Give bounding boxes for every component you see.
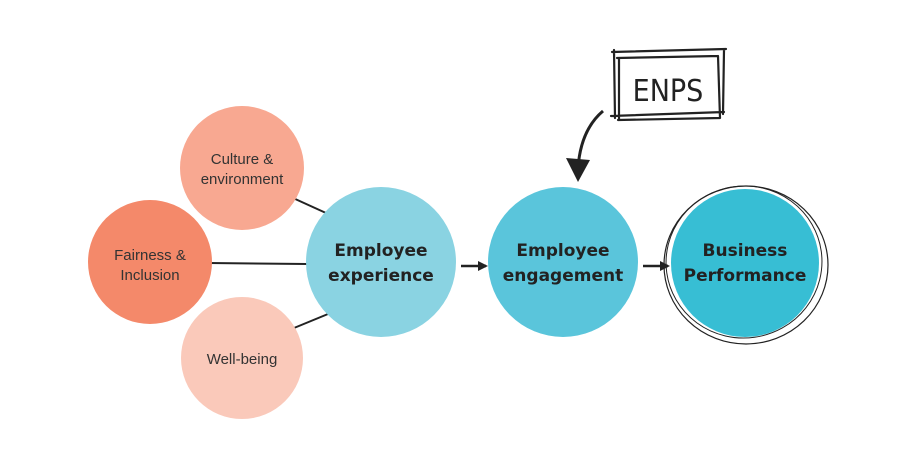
enps-label: ENPS [633,74,704,109]
enps-arrowhead-icon [566,158,590,182]
fairness-label-1: Fairness & [114,247,186,264]
experience-label-1: Employee [334,241,427,261]
business-label-1: Business [703,241,788,261]
engagement-circle [488,187,638,337]
business-circle [671,189,819,337]
culture-label-2: environment [201,171,284,188]
business-label-2: Performance [684,266,807,286]
fairness-circle [88,200,212,324]
culture-label-1: Culture & [211,151,274,168]
connector-wellbeing [293,313,329,329]
wellbeing-label: Well-being [207,351,278,368]
enps-callout: ENPS [566,47,728,182]
connector-fairness [207,262,308,265]
culture-circle [180,106,304,230]
fairness-label-2: Inclusion [120,267,179,284]
connector-culture [292,197,327,214]
wellbeing-circle [181,297,303,419]
sketch-ring-inner [665,185,823,339]
engagement-label-1: Employee [516,241,609,261]
engagement-label-2: engagement [503,266,623,286]
experience-circle [306,187,456,337]
experience-label-2: experience [328,266,434,286]
